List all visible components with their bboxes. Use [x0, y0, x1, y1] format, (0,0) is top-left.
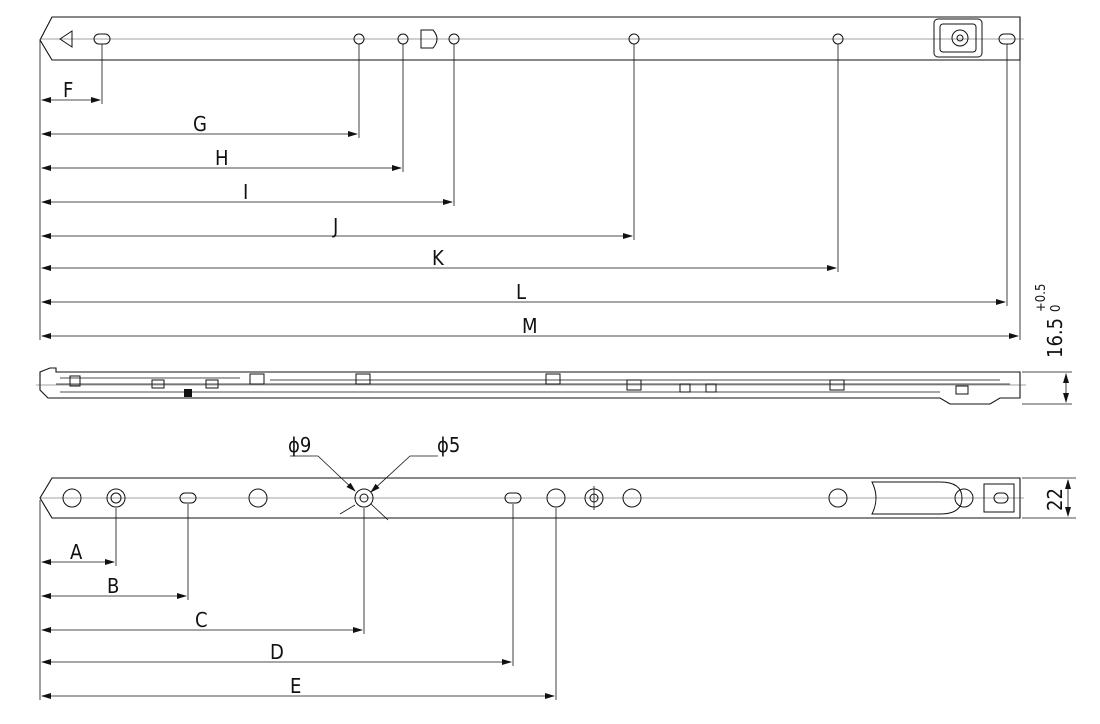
pivot-block — [933, 18, 983, 58]
side-bar-outline — [39, 367, 1021, 405]
end-cutout — [871, 481, 963, 515]
rivet — [205, 379, 219, 389]
diameter-small-label: ϕ5 — [437, 433, 460, 457]
dim-label-f: F — [63, 78, 73, 102]
slot-hole — [993, 492, 1009, 504]
dim-label-k: K — [432, 246, 445, 270]
dim-label-i: I — [243, 180, 248, 204]
top-bar-outline — [39, 16, 1021, 61]
end-tab — [983, 483, 1015, 513]
black-marker — [184, 389, 192, 397]
dim-label-g: G — [193, 112, 207, 136]
triangle-mark — [59, 30, 73, 48]
countersunk-hole — [354, 488, 374, 508]
side-view: 16.5 +0.5 0 — [36, 284, 1072, 405]
dim-label-e: E — [290, 674, 301, 698]
hole — [954, 488, 974, 508]
pivot-hole — [951, 29, 969, 47]
dim-label-h: H — [215, 146, 229, 170]
tolerance-upper: +0.5 — [1034, 284, 1049, 312]
countersunk-hole — [106, 488, 126, 508]
slot-hole — [504, 492, 522, 504]
rivet — [69, 375, 81, 387]
rivet — [249, 373, 265, 385]
dim-label-m: M — [522, 314, 538, 338]
hole — [622, 488, 642, 508]
tolerance-lower: 0 — [1049, 305, 1064, 312]
bottom-view: ϕ9 ϕ5 A B C D E 22 — [39, 433, 1076, 700]
rivet — [545, 373, 561, 385]
cup-mark — [420, 29, 438, 49]
dim-label-l: L — [516, 280, 526, 304]
thickness-label: 16.5 — [1043, 318, 1067, 358]
hole — [828, 488, 848, 508]
diameter-large-label: ϕ9 — [288, 433, 311, 457]
dim-label-j: J — [332, 214, 338, 238]
rivet — [355, 373, 371, 385]
dim-label-d: D — [270, 640, 284, 664]
rivet — [705, 383, 717, 393]
hole — [62, 488, 82, 508]
hole — [248, 488, 268, 508]
dim-label-a: A — [70, 540, 83, 564]
slot-hole — [179, 492, 197, 504]
width-label: 22 — [1043, 488, 1067, 511]
hole — [546, 488, 566, 508]
dim-label-b: B — [107, 574, 119, 598]
rivet — [955, 385, 969, 395]
rivet — [151, 379, 165, 389]
top-view: F G H I J K L M — [39, 16, 1024, 340]
dim-label-c: C — [195, 608, 208, 632]
rivet — [679, 383, 691, 393]
